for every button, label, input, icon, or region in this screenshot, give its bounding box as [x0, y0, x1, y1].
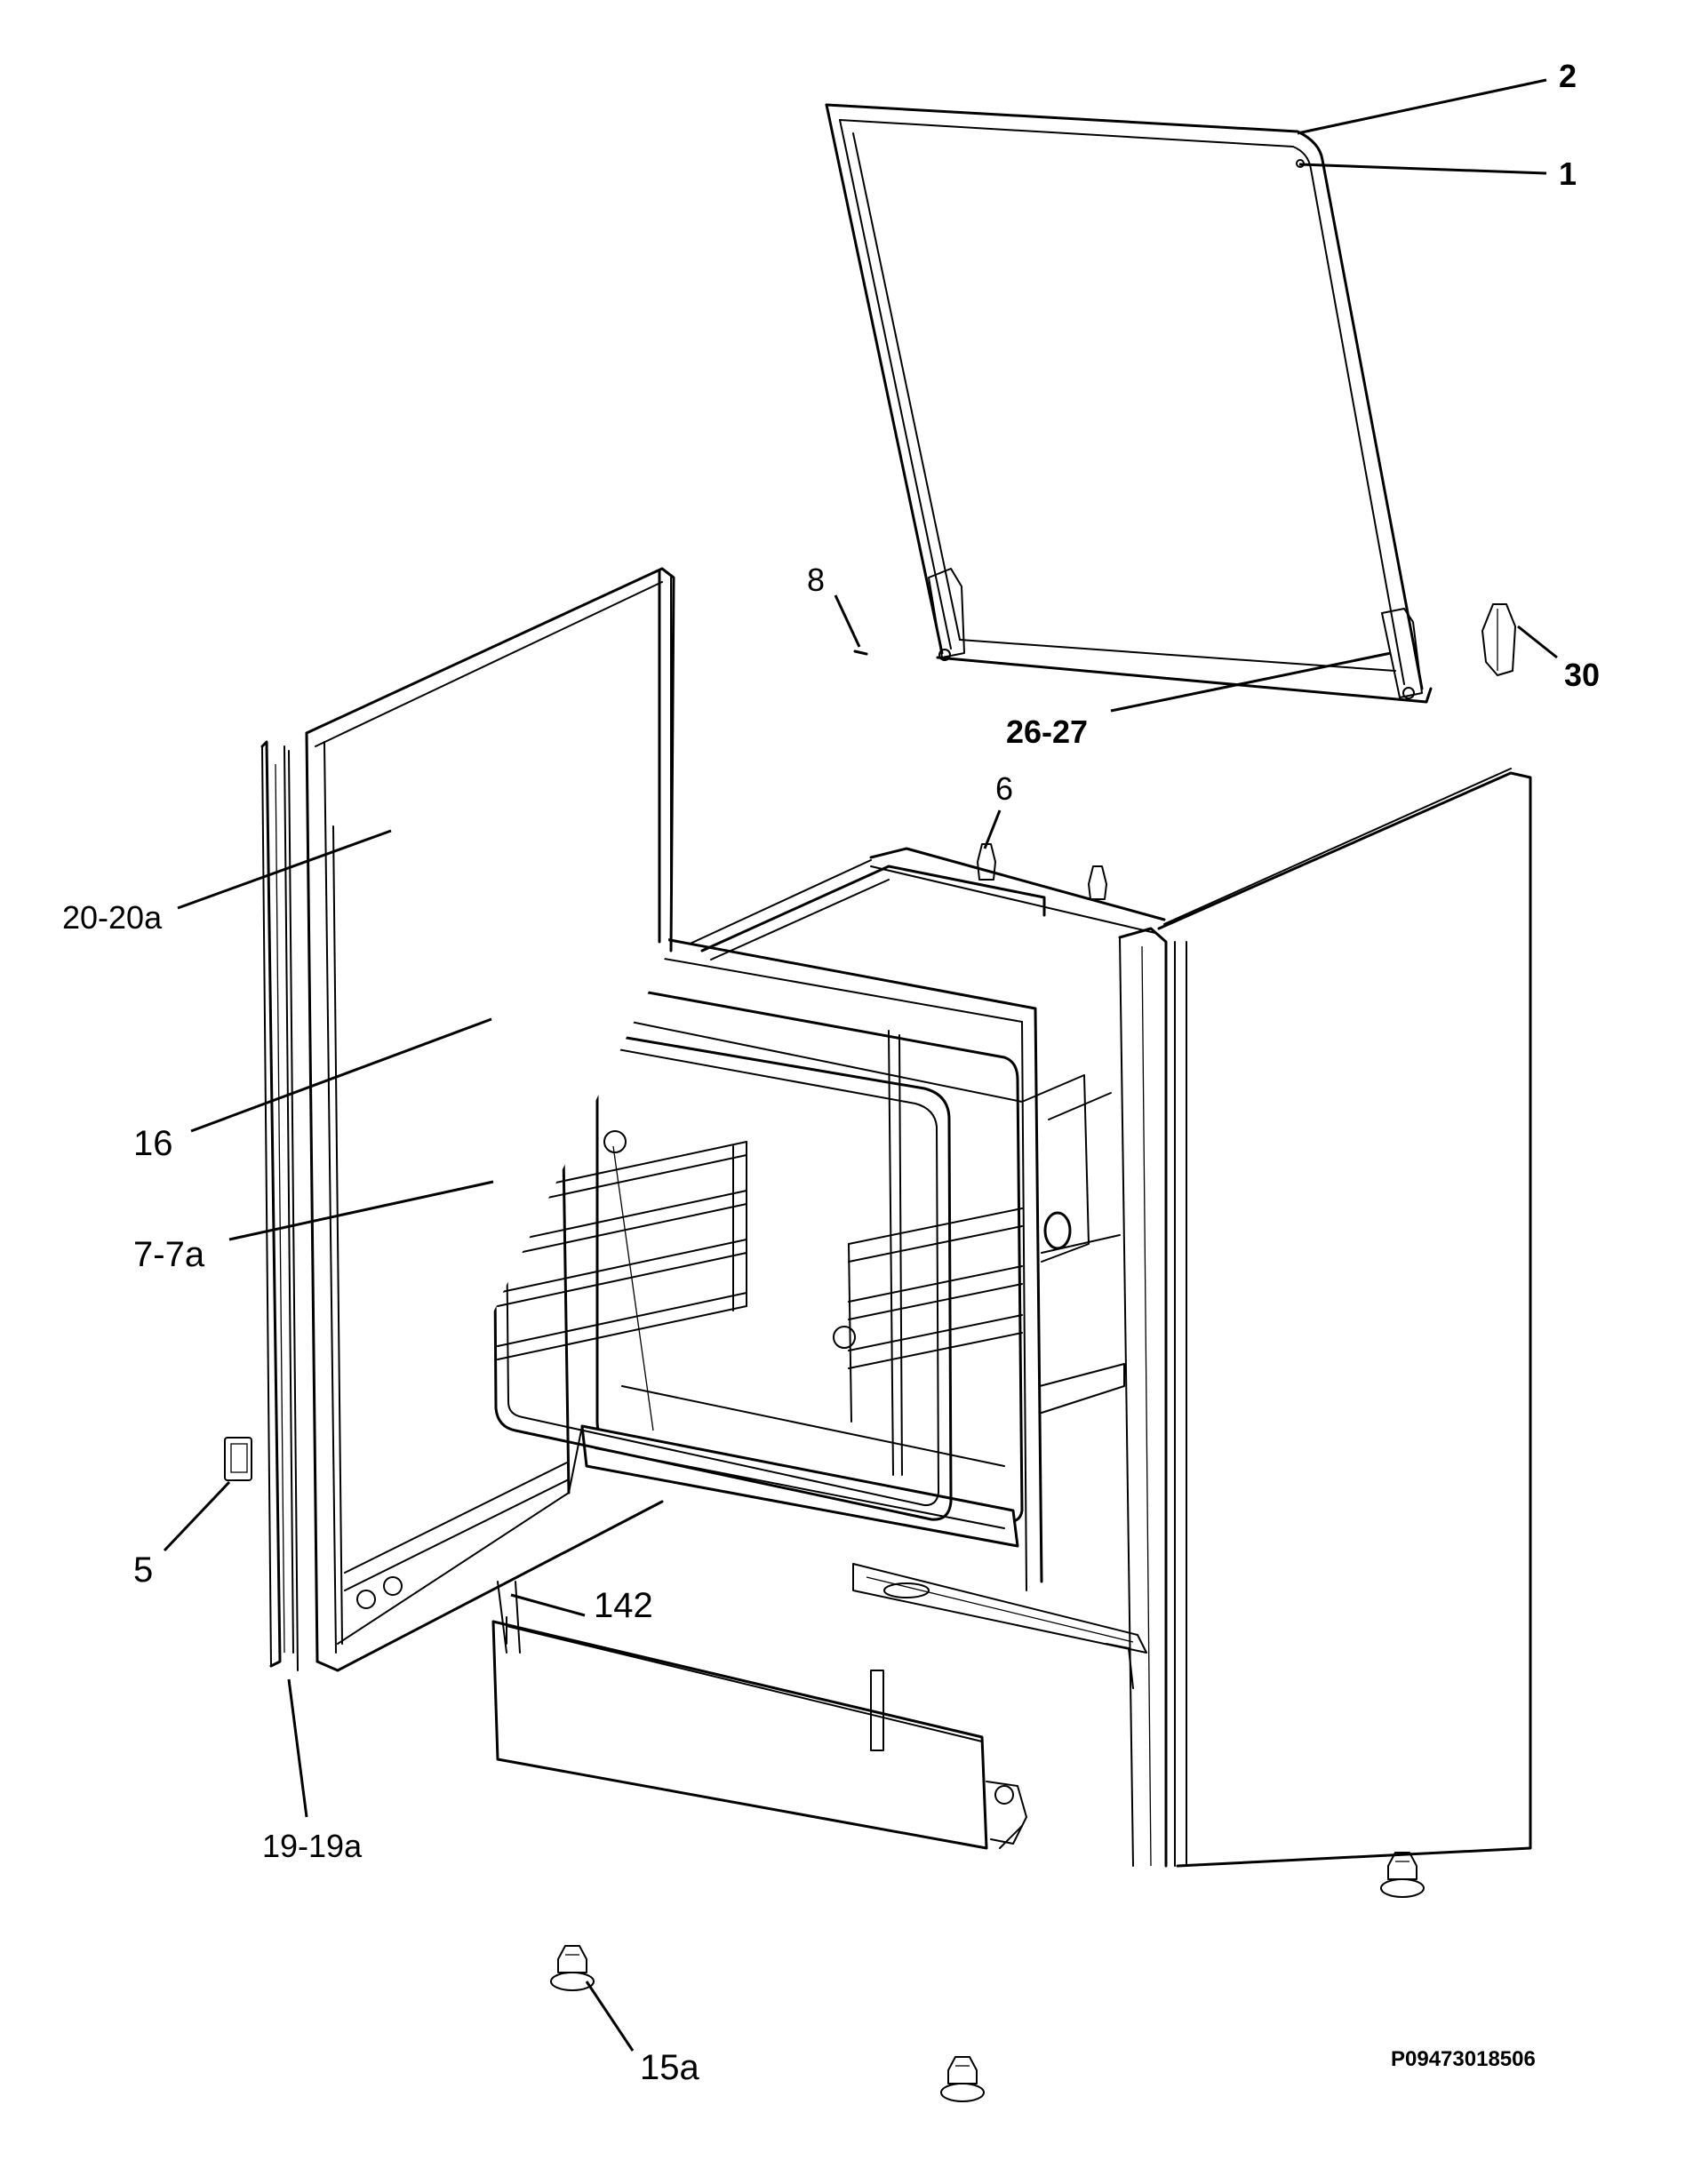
leader-lines: [163, 78, 1558, 2052]
callout-label-8: 8: [807, 562, 825, 598]
cabinet-top-rail: [683, 847, 1166, 947]
callout-label-19-19a: 19-19a: [262, 1828, 363, 1864]
cabinet-front-pillar: [1118, 927, 1168, 1868]
oven-cavity-frame: [558, 865, 1125, 1591]
cabinet-side-panel: [1157, 768, 1532, 1868]
callout-label-30: 30: [1564, 657, 1600, 693]
door-inner-glass-frame: [491, 1016, 953, 1521]
callout-label-142: 142: [594, 1586, 653, 1625]
small-clip-part: [853, 650, 868, 656]
top-lid-panel: [825, 103, 1433, 704]
callout-label-7-7a: 7-7a: [133, 1235, 205, 1274]
hinge-pin-part: [1481, 603, 1516, 676]
callout-label-26-27: 26-27: [1006, 713, 1088, 750]
lower-drawer-panel: [491, 1581, 1027, 1850]
left-side-rail: [260, 740, 299, 1671]
callout-label-16: 16: [133, 1124, 173, 1163]
adjustable-foot-left: [550, 1945, 595, 1991]
diagram-reference-code: P09473018506: [1391, 2047, 1536, 2071]
cabinet-top-pins: [977, 843, 1107, 900]
adjustable-foot-right: [1380, 1852, 1425, 1898]
cabinet-base-plate: [852, 1563, 1147, 1689]
callout-label-15a: 15a: [640, 2048, 699, 2087]
callout-label-2: 2: [1559, 58, 1577, 94]
callout-label-1: 1: [1559, 155, 1577, 192]
callout-label-20-20a: 20-20a: [62, 899, 163, 936]
hinge-bracket: [224, 1437, 252, 1481]
front-door-panel: [305, 567, 675, 1672]
callout-label-5: 5: [133, 1550, 153, 1590]
adjustable-foot-front: [940, 2056, 985, 2102]
callout-label-6: 6: [995, 770, 1013, 807]
